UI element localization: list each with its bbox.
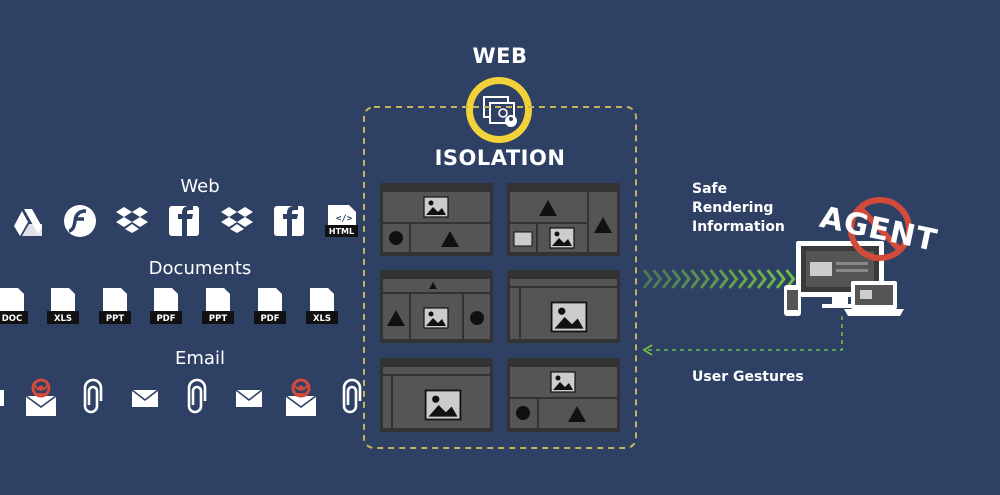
flow-chevron xyxy=(699,269,710,289)
dropbox-icon xyxy=(116,207,148,233)
flow-chevron xyxy=(690,269,701,289)
flow-chevron xyxy=(642,269,653,289)
flow-chevron xyxy=(775,269,786,289)
file-type-label: DOC xyxy=(2,314,23,324)
document-icon-row: DOC XLS PPT PDF PPT PDF XLS xyxy=(0,288,338,324)
web-icon-row: </> HTML xyxy=(14,205,358,237)
safe-rendering-label: Safe Rendering Information xyxy=(692,180,802,237)
no-agent-icon xyxy=(848,197,912,261)
documents-category-label: Documents xyxy=(148,258,252,279)
safe-rendering-flow-arrows xyxy=(642,269,796,289)
flow-chevron xyxy=(680,269,691,289)
xls-file-icon: XLS xyxy=(306,288,338,324)
xls-file-icon: XLS xyxy=(47,288,79,324)
file-type-label: XLS xyxy=(313,314,331,324)
flow-chevron xyxy=(747,269,758,289)
ppt-file-icon: PPT xyxy=(99,288,131,324)
envelope-icon xyxy=(131,389,159,408)
flow-chevron xyxy=(728,269,739,289)
doc-file-icon: DOC xyxy=(0,288,28,324)
html-file-icon: </> HTML xyxy=(325,205,358,237)
file-type-label: PPT xyxy=(209,314,227,324)
flow-chevron xyxy=(718,269,729,289)
email-icon-row xyxy=(0,378,362,418)
flow-chevron xyxy=(652,269,663,289)
file-type-label: PDF xyxy=(156,314,175,324)
envelope-icon xyxy=(0,390,4,406)
html-file-label: HTML xyxy=(329,227,354,236)
file-type-label: PPT xyxy=(106,314,124,324)
flow-chevron xyxy=(756,269,767,289)
svg-text:</>: </> xyxy=(336,214,353,224)
biohazard-envelope-icon xyxy=(284,378,318,418)
laptop-icon xyxy=(844,281,904,316)
pdf-file-icon: PDF xyxy=(254,288,286,324)
file-type-label: XLS xyxy=(54,314,72,324)
facebook-icon xyxy=(169,206,199,236)
flash-icon xyxy=(64,205,96,237)
paperclip-icon xyxy=(187,378,207,414)
file-type-label: PDF xyxy=(260,314,279,324)
paperclip-icon xyxy=(83,378,103,414)
user-gestures-label: User Gestures xyxy=(692,369,804,385)
dropbox-icon xyxy=(221,207,253,233)
facebook-icon xyxy=(274,206,304,236)
paperclip-icon xyxy=(342,378,362,414)
isolated-windows-grid xyxy=(380,183,620,432)
web-title: WEB xyxy=(472,44,528,68)
safe-rendering-text: Safe Rendering Information xyxy=(692,181,785,235)
phone-icon xyxy=(784,285,801,316)
isolation-badge xyxy=(466,77,532,143)
ppt-file-icon: PPT xyxy=(202,288,234,324)
web-category-label: Web xyxy=(180,176,220,197)
biohazard-envelope-icon xyxy=(24,378,58,418)
isolation-container xyxy=(363,106,637,449)
google-drive-icon xyxy=(14,209,42,236)
flow-chevron xyxy=(766,269,777,289)
envelope-icon xyxy=(235,389,263,408)
user-gestures-arrow xyxy=(642,316,843,356)
isolation-title: ISOLATION xyxy=(434,146,566,170)
email-category-label: Email xyxy=(175,348,225,369)
flow-chevron xyxy=(737,269,748,289)
flow-chevron xyxy=(671,269,682,289)
pdf-file-icon: PDF xyxy=(150,288,182,324)
flow-chevron xyxy=(661,269,672,289)
flow-chevron xyxy=(709,269,720,289)
